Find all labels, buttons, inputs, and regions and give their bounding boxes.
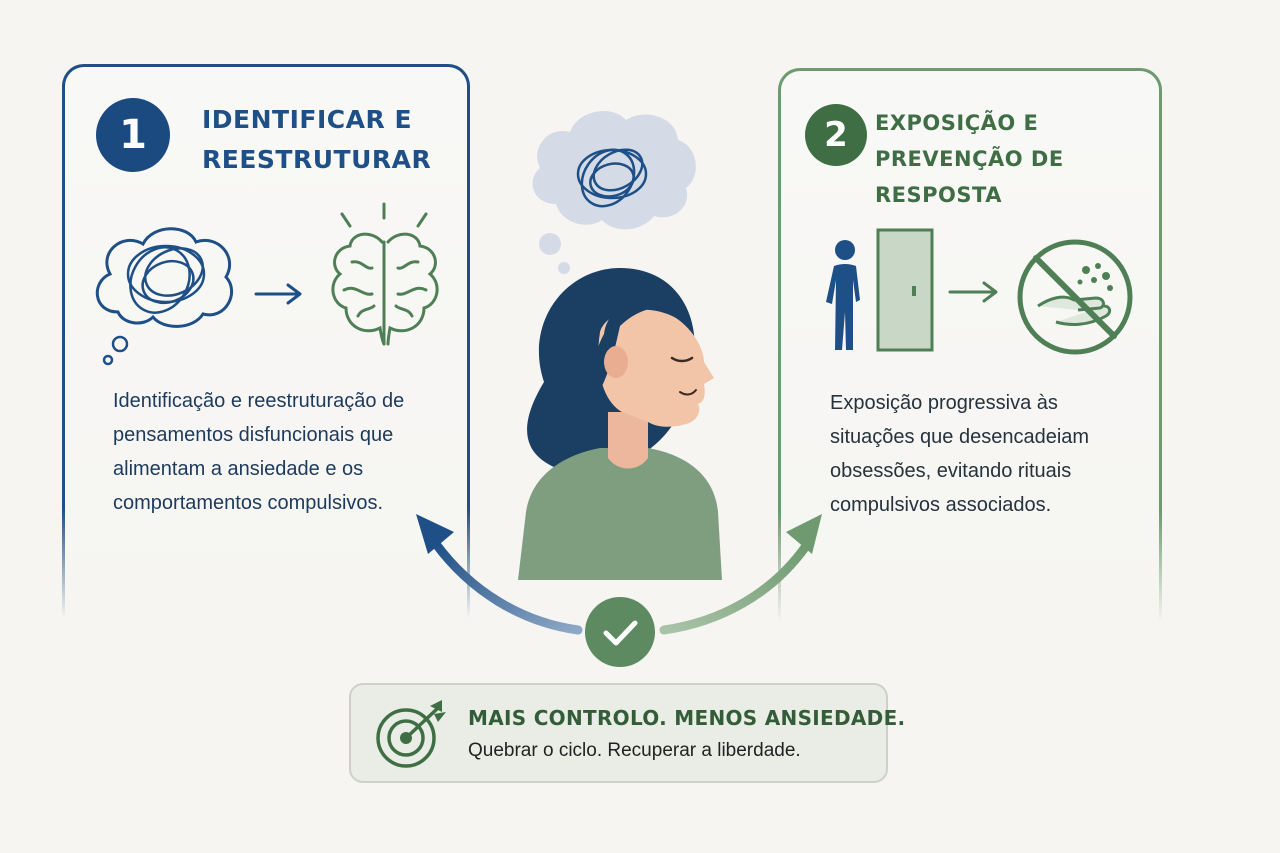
target-icon (376, 700, 446, 768)
summary-banner (349, 683, 888, 783)
right-arrow-icon (254, 283, 302, 305)
step-1-number-badge: 1 (96, 98, 170, 172)
step-2-number-badge: 2 (805, 104, 867, 166)
banner-subtitle: Quebrar o ciclo. Recuperar a liberdade. (468, 740, 801, 761)
step-1-description: Identificação e reestruturação de pensam… (113, 390, 405, 514)
thought-bubble-icon (532, 110, 696, 274)
step-2-title: EXPOSIÇÃO E PREVENÇÃO DE RESPOSTA (875, 111, 1064, 207)
step-2-card (777, 68, 1163, 642)
left-cycle-arrow (431, 539, 583, 635)
right-cycle-arrowhead (786, 514, 822, 554)
checkmark-icon (585, 597, 655, 667)
left-cycle-arrowhead (416, 514, 454, 554)
no-washing-icon (1017, 239, 1133, 355)
banner-title: MAIS CONTROLO. MENOS ANSIEDADE. (468, 706, 906, 730)
right-cycle-arrow (659, 541, 811, 635)
door-icon (876, 228, 934, 352)
right-arrow-icon-2 (948, 281, 998, 303)
step-2-description: Exposição progressiva às situações que d… (830, 392, 1090, 516)
tangled-thought-icon (95, 227, 233, 366)
step-1-card (61, 64, 471, 638)
person-illustration (518, 268, 722, 580)
step-1-title: IDENTIFICAR E REESTRUTURAR (202, 105, 432, 174)
person-walking-icon (826, 240, 860, 350)
brain-icon (331, 202, 439, 346)
